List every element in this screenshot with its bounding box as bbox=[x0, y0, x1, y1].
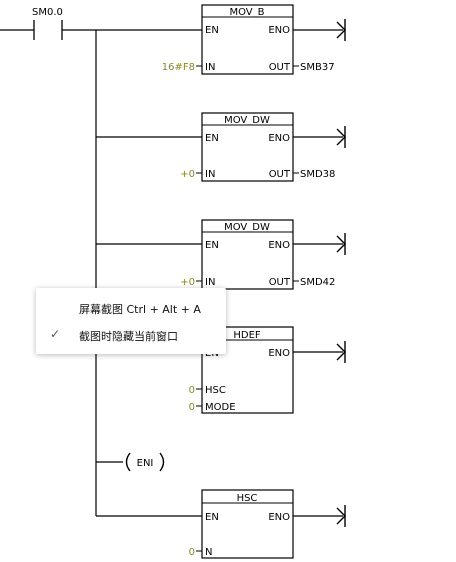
out-label: OUT bbox=[269, 169, 291, 180]
contact-label: SM0.0 bbox=[32, 7, 63, 18]
out-label: OUT bbox=[269, 277, 291, 288]
block-title: MOV_B bbox=[229, 7, 264, 18]
mode-label: MODE bbox=[205, 402, 236, 413]
menu-item-hide-window[interactable]: ✓ 截图时隐藏当前窗口 bbox=[36, 325, 226, 347]
eno-label: ENO bbox=[268, 240, 290, 251]
contact-sm0-0[interactable] bbox=[33, 20, 63, 40]
eno-label: ENO bbox=[268, 348, 290, 359]
mov-b-block[interactable] bbox=[201, 4, 294, 75]
block-title: HDEF bbox=[233, 330, 261, 341]
in-value[interactable]: +0 bbox=[180, 169, 195, 180]
checkmark-icon: ✓ bbox=[50, 327, 61, 341]
out-value[interactable]: SMB37 bbox=[300, 62, 335, 73]
block-title: HSC bbox=[237, 493, 258, 504]
en-label: EN bbox=[205, 512, 219, 523]
context-menu: 屏幕截图 Ctrl + Alt + A ✓ 截图时隐藏当前窗口 bbox=[36, 288, 226, 354]
menu-item-label: 截图时隐藏当前窗口 bbox=[79, 330, 178, 343]
mov-dw-block-2[interactable] bbox=[201, 219, 294, 290]
menu-item-screenshot[interactable]: 屏幕截图 Ctrl + Alt + A bbox=[36, 298, 226, 320]
eni-coil[interactable] bbox=[125, 452, 165, 472]
out-value[interactable]: SMD38 bbox=[300, 169, 335, 180]
eno-label: ENO bbox=[268, 25, 290, 36]
en-label: EN bbox=[205, 133, 219, 144]
in-label: IN bbox=[205, 62, 215, 73]
coil-label: ENI bbox=[137, 458, 154, 469]
n-value[interactable]: 0 bbox=[189, 547, 195, 558]
eno-label: ENO bbox=[268, 512, 290, 523]
in-value[interactable]: +0 bbox=[180, 277, 195, 288]
in-label: IN bbox=[205, 277, 215, 288]
hsc-value[interactable]: 0 bbox=[189, 385, 195, 396]
in-value[interactable]: 16#F8 bbox=[162, 62, 195, 73]
eno-label: ENO bbox=[268, 133, 290, 144]
out-label: OUT bbox=[269, 62, 291, 73]
out-value[interactable]: SMD42 bbox=[300, 277, 335, 288]
block-title: MOV_DW bbox=[224, 115, 270, 126]
mov-dw-block-1[interactable] bbox=[201, 112, 294, 182]
en-label: EN bbox=[205, 25, 219, 36]
menu-item-label: 屏幕截图 Ctrl + Alt + A bbox=[79, 303, 201, 316]
hsc-block[interactable] bbox=[201, 489, 294, 559]
hsc-label: HSC bbox=[205, 385, 226, 396]
in-label: IN bbox=[205, 169, 215, 180]
n-label: N bbox=[205, 547, 212, 558]
block-title: MOV_DW bbox=[224, 222, 270, 233]
en-label: EN bbox=[205, 240, 219, 251]
mode-value[interactable]: 0 bbox=[189, 402, 195, 413]
